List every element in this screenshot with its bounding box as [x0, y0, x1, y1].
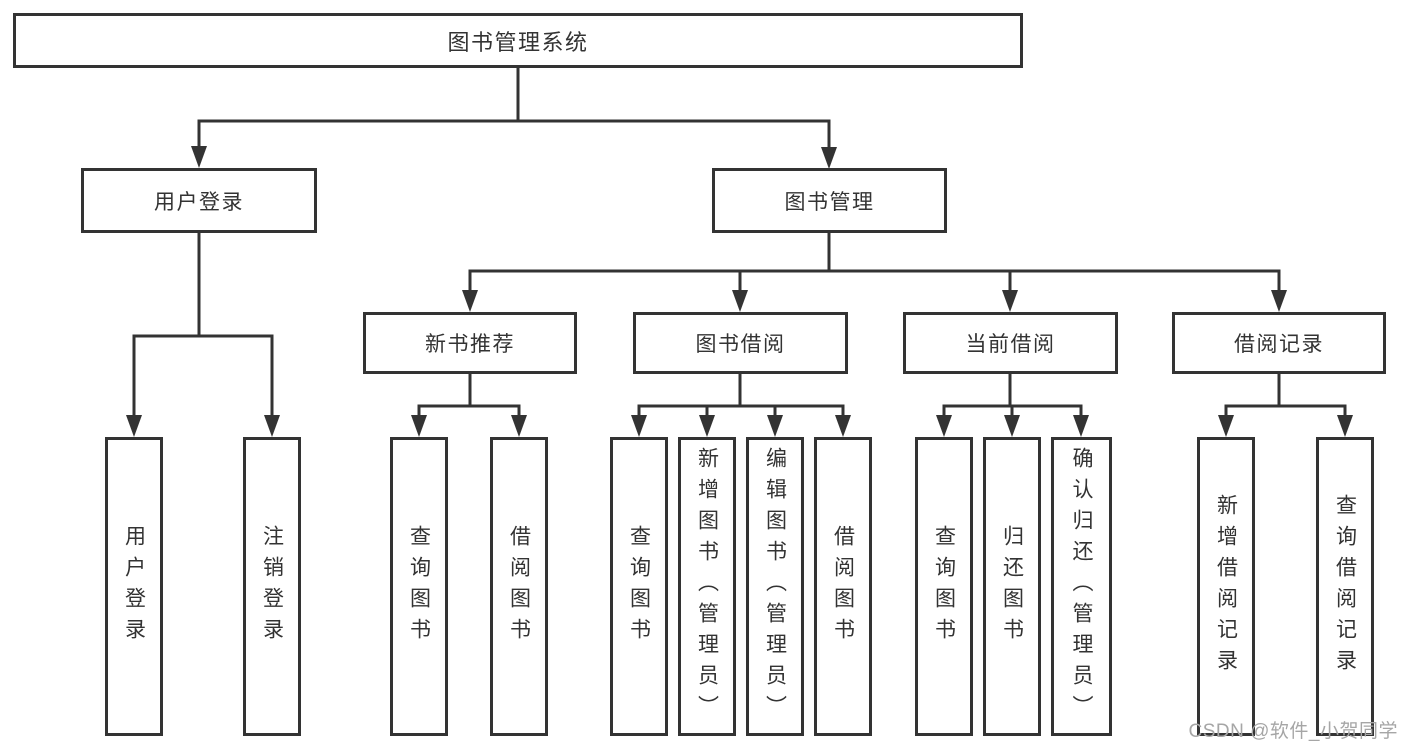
connector-line: [132, 65, 1347, 423]
leaf-label: 确认归还（管理员）: [1070, 447, 1093, 726]
leaf-label: 新增图书（管理员）: [695, 447, 719, 726]
arrow-down-icon: [1073, 415, 1089, 437]
leaf-query-books-2: 查询图书: [610, 437, 668, 736]
node-user-login: 用户登录: [81, 168, 317, 233]
leaf-label: 注销登录: [260, 524, 284, 649]
arrow-down-icon: [411, 415, 427, 437]
arrow-down-icon: [835, 415, 851, 437]
leaf-label: 查询图书: [932, 524, 956, 649]
node-new-book-recommendation: 新书推荐: [363, 312, 577, 374]
leaf-label: 归还图书: [1000, 524, 1024, 649]
leaf-label: 查询借阅记录: [1333, 493, 1357, 680]
leaf-label: 借阅图书: [507, 524, 531, 649]
leaf-user-login: 用户登录: [105, 437, 163, 736]
leaf-query-borrow-record: 查询借阅记录: [1316, 437, 1374, 736]
leaf-confirm-return-admin: 确认归还（管理员）: [1051, 437, 1112, 736]
leaf-label: 查询图书: [407, 524, 431, 649]
arrow-down-icon: [936, 415, 952, 437]
node-book-management: 图书管理: [712, 168, 947, 233]
leaf-query-books-1: 查询图书: [390, 437, 448, 736]
leaf-label: 编辑图书（管理员）: [763, 447, 787, 726]
arrow-down-icon: [1271, 290, 1287, 312]
arrow-down-icon: [1218, 415, 1234, 437]
arrow-down-icon: [126, 415, 142, 437]
leaf-label: 新增借阅记录: [1214, 493, 1238, 680]
leaf-return-book: 归还图书: [983, 437, 1041, 736]
arrow-down-icon: [1002, 290, 1018, 312]
leaf-borrow-books-1: 借阅图书: [490, 437, 548, 736]
node-book-borrowing: 图书借阅: [633, 312, 848, 374]
watermark: CSDN @软件_小贺同学: [1188, 721, 1398, 742]
leaf-label: 查询图书: [627, 524, 651, 649]
node-current-borrowing: 当前借阅: [903, 312, 1118, 374]
node-library-management-system: 图书管理系统: [13, 13, 1023, 68]
arrow-down-icon: [767, 415, 783, 437]
leaf-add-book-admin: 新增图书（管理员）: [678, 437, 736, 736]
leaf-query-books-3: 查询图书: [915, 437, 973, 736]
arrow-down-icon: [511, 415, 527, 437]
arrow-down-icon: [631, 415, 647, 437]
leaf-label: 用户登录: [122, 524, 146, 649]
arrow-down-icon: [732, 290, 748, 312]
leaf-label: 借阅图书: [831, 524, 855, 649]
arrow-down-icon: [1337, 415, 1353, 437]
arrow-down-icon: [462, 290, 478, 312]
arrow-down-icon: [821, 147, 837, 169]
node-borrowing-records: 借阅记录: [1172, 312, 1386, 374]
leaf-edit-book-admin: 编辑图书（管理员）: [746, 437, 804, 736]
leaf-logout: 注销登录: [243, 437, 301, 736]
leaf-borrow-books-2: 借阅图书: [814, 437, 872, 736]
arrow-down-icon: [264, 415, 280, 437]
leaf-add-borrow-record: 新增借阅记录: [1197, 437, 1255, 736]
arrow-down-icon: [1004, 415, 1020, 437]
arrow-down-icon: [191, 146, 207, 168]
arrow-down-icon: [699, 415, 715, 437]
